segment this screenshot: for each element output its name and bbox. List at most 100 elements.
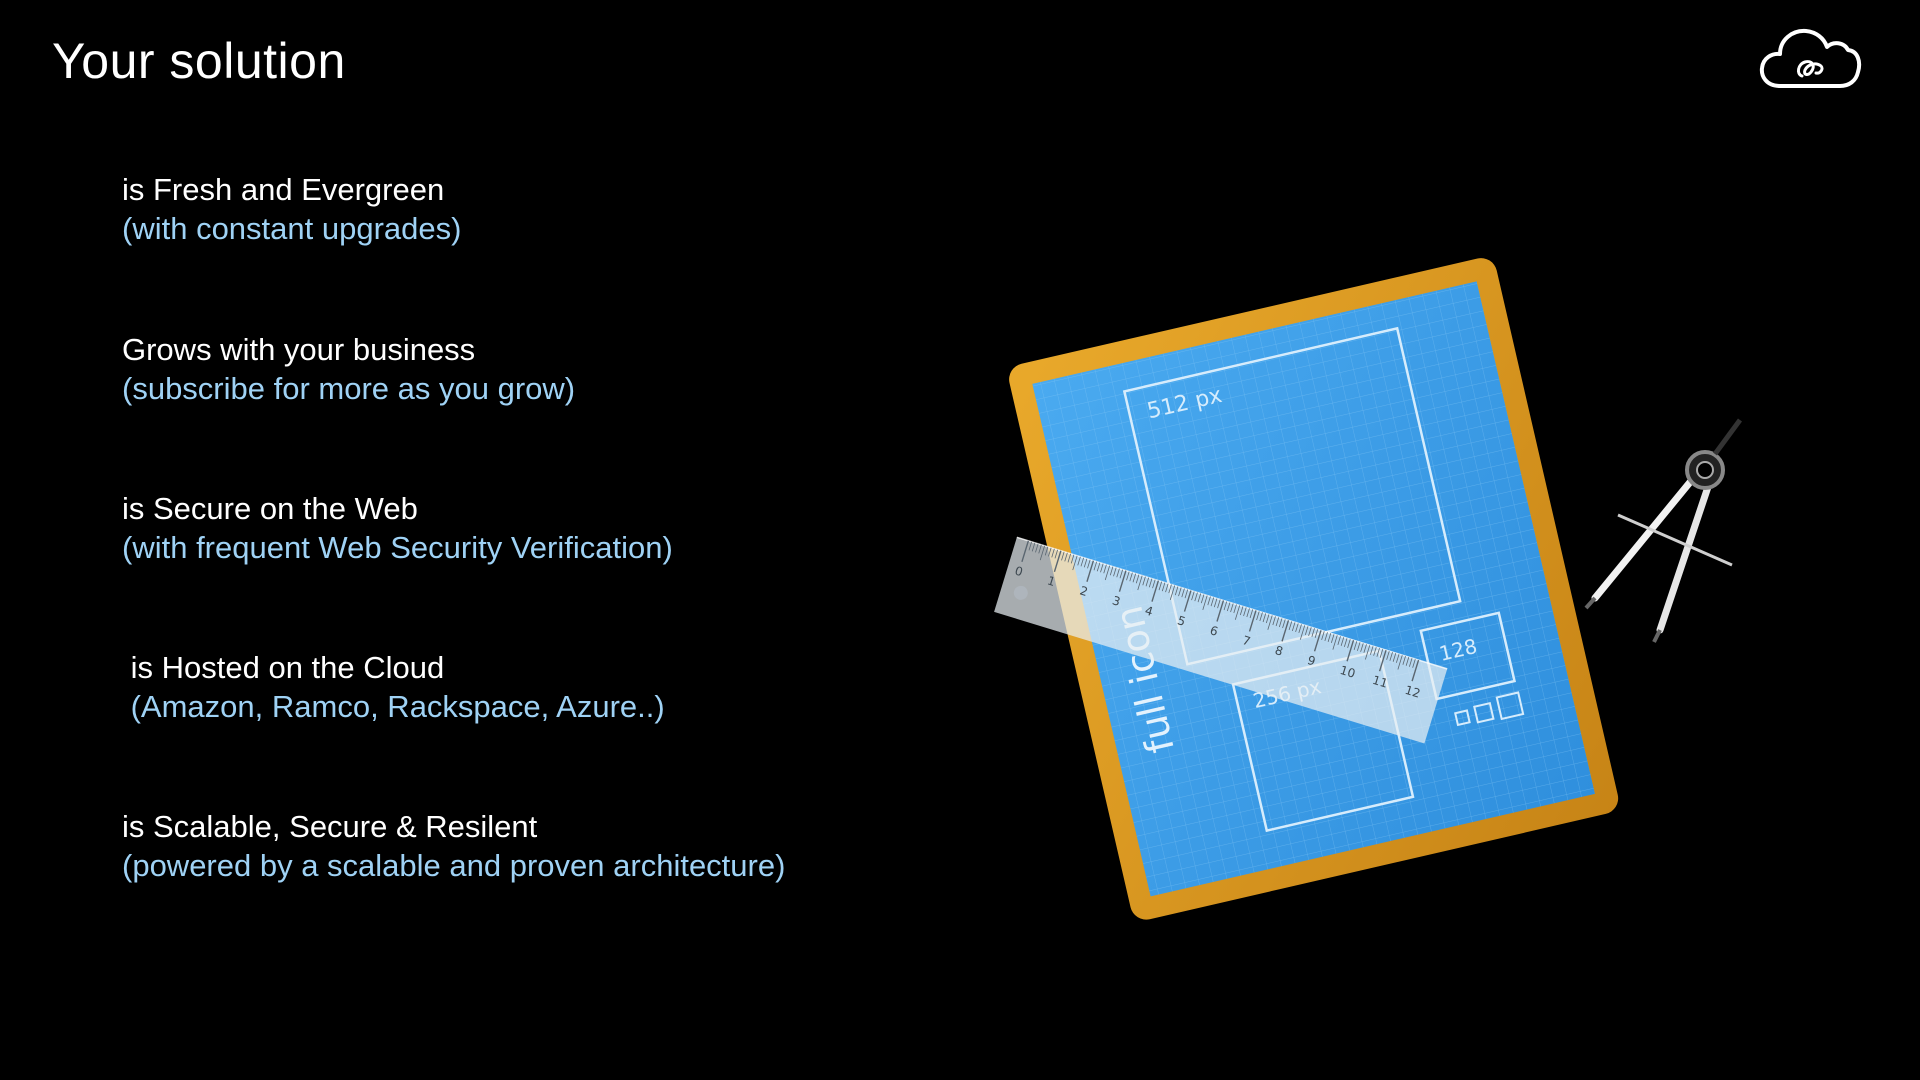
ruler-tick xyxy=(1197,593,1202,603)
ruler-tick-label: 3 xyxy=(1111,593,1122,609)
ruler-tick xyxy=(1086,560,1095,582)
ruler-tick xyxy=(1314,629,1319,639)
ruler-tick xyxy=(1376,648,1380,657)
ruler-tick xyxy=(1304,626,1309,636)
ruler-tick xyxy=(1282,619,1286,629)
ruler-tick xyxy=(1373,647,1377,656)
ruler-tick xyxy=(1370,646,1374,655)
ruler-tick-label: 8 xyxy=(1273,643,1284,659)
ruler-tick xyxy=(1181,588,1185,598)
bullet-item-5: is Scalable, Secure & Resilent (powered … xyxy=(122,807,785,885)
ruler-tick xyxy=(1259,612,1263,622)
ruler-tick-label: 2 xyxy=(1078,583,1089,599)
ruler-tick-label: 1 xyxy=(1046,573,1057,589)
ruler-tick xyxy=(1243,607,1247,617)
ruler-tick xyxy=(1054,549,1059,559)
ruler-tick xyxy=(1267,615,1273,630)
bullet-main-text: is Hosted on the Cloud xyxy=(122,650,445,685)
ruler-tick-label: 12 xyxy=(1403,683,1422,701)
ruler-tick xyxy=(1048,547,1052,557)
compass-icon xyxy=(1584,418,1743,643)
ruler-tick xyxy=(1083,558,1088,568)
ruler-tick xyxy=(1278,618,1283,628)
ruler-tick xyxy=(1412,658,1416,668)
ruler-tick xyxy=(1118,570,1127,592)
ruler-tick xyxy=(1272,616,1276,626)
slide-title: Your solution xyxy=(52,33,346,89)
ruler-tick xyxy=(1299,625,1306,640)
ruler-tick xyxy=(1137,575,1143,591)
ruler-tick xyxy=(1061,551,1065,561)
ruler-tick xyxy=(1291,622,1296,632)
bullet-item-3: is Secure on the Web (with frequent Web … xyxy=(122,489,673,567)
ruler-tick xyxy=(1332,635,1338,650)
ruler-tick xyxy=(1330,634,1335,643)
ruler-tick xyxy=(1356,642,1361,651)
ruler-tick xyxy=(1405,657,1410,666)
ruler-tick xyxy=(1265,614,1270,624)
ruler-tick-label: 5 xyxy=(1176,613,1187,629)
ruler-tick xyxy=(1174,586,1179,596)
ruler-tick xyxy=(1256,611,1260,621)
ruler-tick xyxy=(1104,565,1111,581)
ruler-tick xyxy=(1044,546,1049,556)
ruler-tick xyxy=(1126,571,1130,581)
bullet-main-text: is Fresh and Evergreen xyxy=(122,172,445,207)
ruler-tick xyxy=(1392,653,1397,662)
ruler-tick xyxy=(1051,548,1055,558)
bullet-item-2: Grows with your business (subscribe for … xyxy=(122,330,575,408)
ruler-tick xyxy=(1158,581,1163,591)
ruler-tick xyxy=(1397,655,1403,670)
ruler-tick xyxy=(1064,552,1068,562)
ruler-tick xyxy=(1132,573,1137,583)
ruler-tick xyxy=(1119,569,1124,579)
ruler-tick xyxy=(1151,580,1160,602)
bullet-sub-text: (powered by a scalable and proven archit… xyxy=(122,848,786,883)
ruler-tick xyxy=(1169,585,1176,601)
ruler-tick xyxy=(1239,606,1244,616)
ruler-tick xyxy=(1353,641,1358,650)
ruler-tick xyxy=(1360,643,1364,652)
ruler-tick xyxy=(1080,557,1085,567)
ruler-tick xyxy=(1313,630,1322,652)
ruler-tick xyxy=(1161,582,1166,592)
ruler-tick xyxy=(1223,601,1228,611)
bullet-main-text: is Secure on the Web xyxy=(122,491,418,526)
ruler-tick-label: 9 xyxy=(1306,653,1317,669)
ruler-tick xyxy=(1346,640,1355,662)
ruler-tick xyxy=(1194,592,1198,602)
ruler-tick xyxy=(1129,572,1133,582)
ruler-tick xyxy=(1324,632,1328,641)
ruler-tick xyxy=(1233,604,1237,614)
ruler-tick xyxy=(1347,639,1351,648)
ruler-tick xyxy=(1308,627,1312,637)
ruler-tick xyxy=(1409,657,1413,667)
ruler-tick xyxy=(1096,562,1101,572)
ruler-tick xyxy=(1207,596,1211,606)
ruler-tick xyxy=(1337,636,1341,645)
ruler-tick xyxy=(1093,561,1098,571)
bullet-main-text: is Scalable, Secure & Resilent xyxy=(122,809,538,844)
ruler-tick xyxy=(1148,578,1153,588)
bullet-sub-text: (with frequent Web Security Verification… xyxy=(122,530,673,565)
ruler-tick-label: 7 xyxy=(1241,633,1252,649)
ruler-tick xyxy=(1396,654,1400,663)
ruler-tick xyxy=(1234,605,1241,620)
ruler-tick xyxy=(1213,598,1218,608)
ruler-tick xyxy=(1116,568,1120,578)
ruler-tick-label: 0 xyxy=(1013,564,1024,580)
ruler-tick xyxy=(1077,556,1081,566)
ruler-tick xyxy=(1343,638,1348,647)
ruler-tick xyxy=(1113,567,1117,577)
ruler-tick xyxy=(1217,599,1221,609)
ruler-tick xyxy=(1021,540,1030,563)
ruler-tick xyxy=(1183,590,1192,612)
ruler-tick xyxy=(1070,554,1075,564)
ruler-tick xyxy=(1246,608,1250,618)
ruler-tick xyxy=(1262,613,1267,623)
bullet-main-text: Grows with your business xyxy=(122,332,476,367)
bullet-sub-text: (subscribe for more as you grow) xyxy=(122,371,576,406)
ruler-tick xyxy=(1191,591,1195,601)
